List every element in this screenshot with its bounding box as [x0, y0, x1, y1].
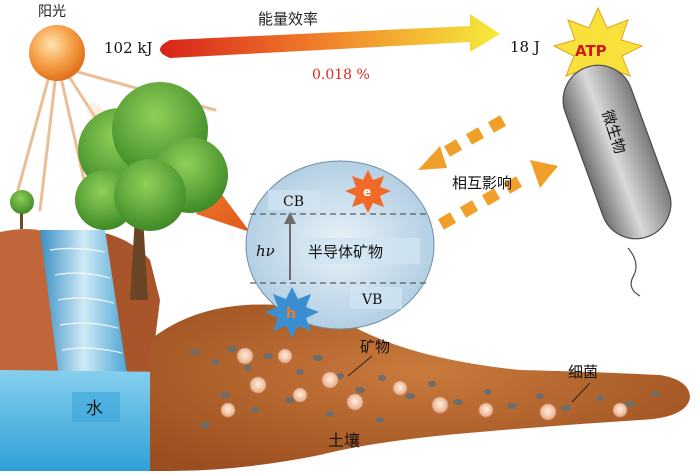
interaction-arrow-lower — [437, 160, 558, 230]
water-label-box — [72, 392, 120, 422]
cb-label: CB — [283, 194, 304, 210]
electron-label: e — [363, 185, 371, 199]
interaction-label: 相互影响 — [452, 174, 512, 192]
big-tree-icon — [75, 82, 228, 300]
energy-out-label: 18 J — [510, 38, 540, 56]
semiconductor-label: 半导体矿物 — [308, 243, 383, 261]
efficiency-title: 能量效率 — [258, 10, 318, 28]
mineral-particles — [190, 346, 659, 428]
mineral-label: 矿物 — [360, 338, 390, 356]
hole-label: h — [286, 306, 296, 322]
bacteria-leader-line — [571, 382, 591, 403]
waterfall-ripples — [49, 247, 123, 354]
waterfall — [40, 230, 128, 385]
mineral-leader-line — [347, 355, 373, 377]
vb-label: VB — [361, 292, 382, 308]
energy-efficiency-arrow — [160, 14, 500, 58]
sun-icon — [29, 25, 85, 81]
bacteria-label: 细菌 — [568, 363, 598, 381]
sunlight-label: 阳光 — [38, 4, 66, 20]
efficiency-value: 0.018 % — [312, 67, 370, 83]
small-tree-icon — [10, 190, 34, 229]
interaction-arrow-upper — [418, 115, 507, 170]
soil-label: 土壤 — [328, 431, 360, 450]
soil-body — [150, 304, 690, 471]
semiconductor-bubble — [245, 160, 435, 330]
atp-label: ATP — [575, 42, 607, 60]
microbe-icon — [562, 64, 672, 297]
electron-burst-icon — [345, 170, 391, 213]
hole-burst-icon — [265, 287, 319, 338]
hv-label: hν — [256, 242, 275, 260]
energy-in-label: 102 kJ — [104, 39, 153, 57]
water-label: 水 — [86, 399, 103, 419]
bacteria-cells — [220, 347, 628, 421]
